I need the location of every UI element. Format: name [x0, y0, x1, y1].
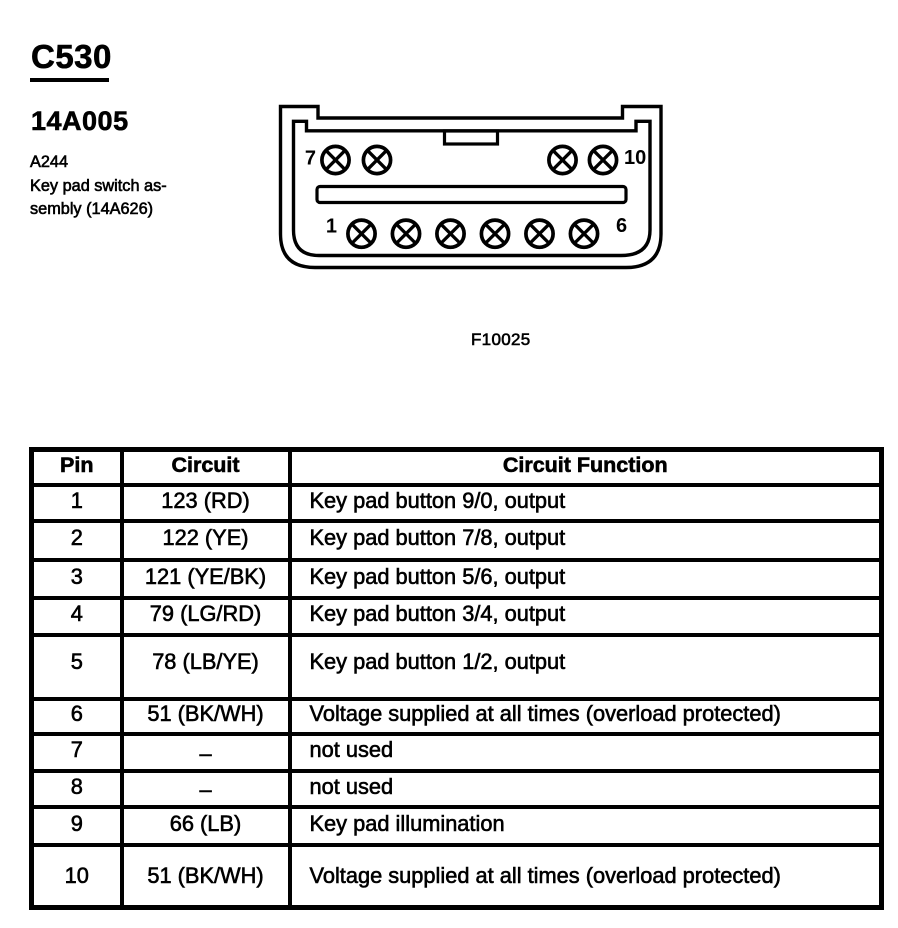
svg-text:6: 6: [616, 215, 627, 237]
svg-text:7: 7: [305, 148, 316, 170]
svg-text:1: 1: [326, 216, 337, 238]
svg-text:10: 10: [624, 147, 646, 169]
